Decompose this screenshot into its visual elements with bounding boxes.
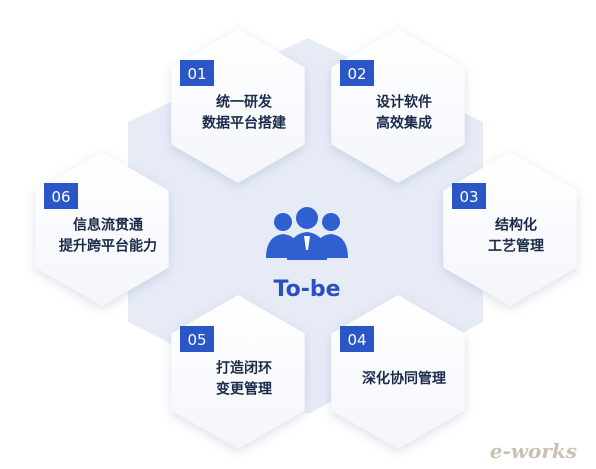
node-text-line: 深化协同管理: [362, 370, 446, 387]
center-label: To-be: [274, 277, 341, 302]
number-badge: [340, 326, 374, 352]
number-badge: [44, 183, 78, 209]
node-text-line: 设计软件: [376, 94, 432, 111]
node-text-line: 工艺管理: [488, 238, 544, 255]
number-badge: [180, 326, 214, 352]
node-text-line: 打造闭环: [216, 360, 272, 377]
number-label: 06: [51, 188, 70, 206]
node-group: 01统一研发数据平台搭建02设计软件高效集成03结构化工艺管理04深化协同管理0…: [35, 29, 577, 449]
watermark: e-works: [490, 439, 577, 463]
number-label: 01: [187, 65, 206, 83]
node-text-line: 数据平台搭建: [202, 115, 286, 132]
number-label: 04: [347, 331, 366, 349]
node-text-line: 高效集成: [376, 115, 432, 132]
number-label: 03: [459, 188, 478, 206]
node-text-line: 统一研发: [216, 94, 273, 111]
center-node: To-be: [266, 207, 348, 302]
number-label: 05: [187, 331, 206, 349]
hex-node-04: 04 深化协同管理: [331, 295, 465, 449]
number-label: 02: [347, 65, 366, 83]
node-text-line: 信息流贯通: [73, 217, 143, 234]
people-group-icon: [266, 207, 348, 260]
watermark-text: e-works: [490, 439, 577, 463]
node-text-line: 变更管理: [216, 381, 272, 398]
number-badge: [452, 183, 486, 209]
node-text-line: 结构化: [495, 217, 537, 234]
number-badge: [340, 60, 374, 86]
number-badge: [180, 60, 214, 86]
node-text-line: 提升跨平台能力: [59, 238, 157, 255]
